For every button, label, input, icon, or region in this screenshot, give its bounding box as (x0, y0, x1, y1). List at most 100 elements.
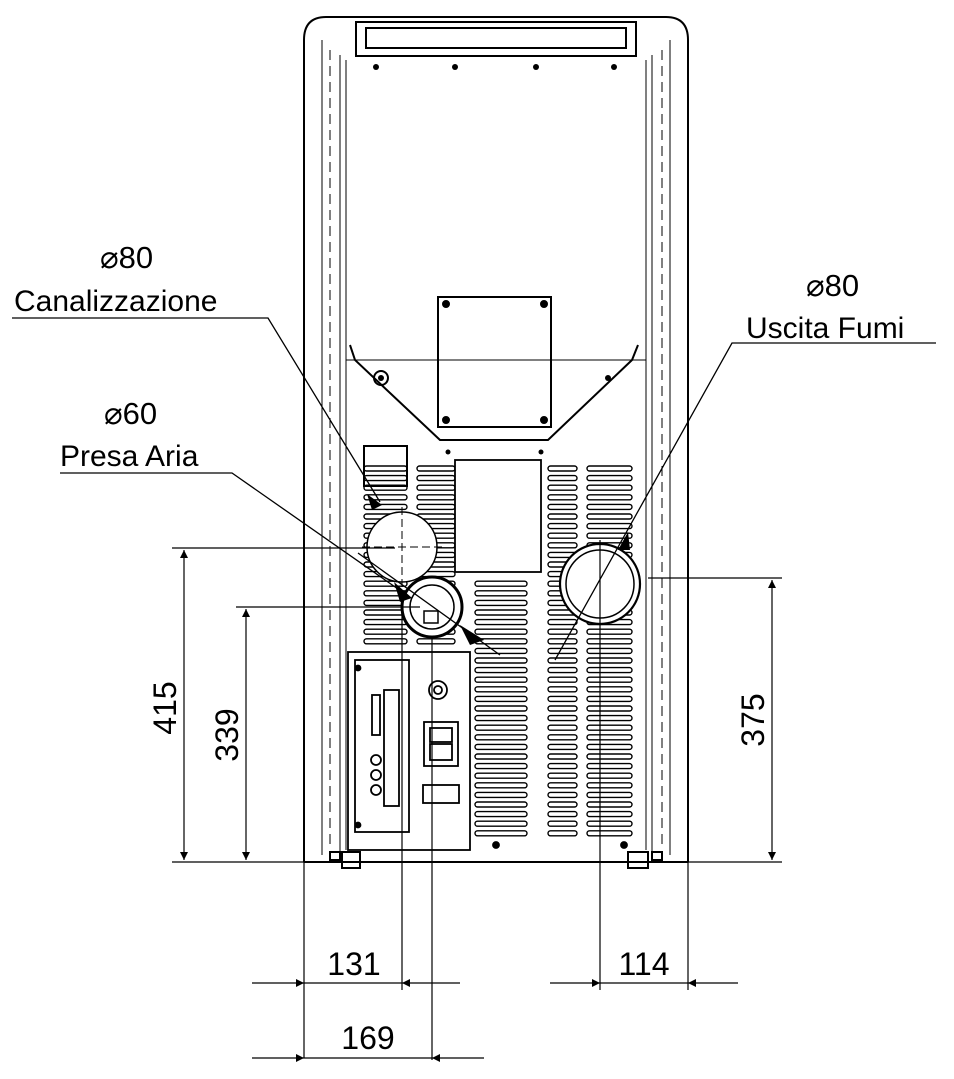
vent-slot (547, 753, 578, 760)
vent-slot (586, 484, 633, 491)
vent-slot (547, 724, 578, 731)
vent-slot (363, 580, 408, 587)
vent-slot (586, 695, 633, 703)
height-339-label: 339 (209, 708, 245, 761)
uscita-fumi-name-label: Uscita Fumi (746, 312, 904, 345)
vent-slot (547, 762, 578, 770)
vent-slot (474, 647, 528, 655)
vent-slot (586, 628, 633, 635)
vent-slot (586, 753, 633, 760)
vent-slot (547, 638, 578, 645)
vent-slot (586, 647, 633, 655)
vent-slot (474, 599, 528, 607)
vent-slot (474, 762, 528, 770)
vent-slot (474, 724, 528, 731)
vent-slot (363, 503, 408, 511)
vent-slot (586, 791, 633, 799)
vent-slot (586, 657, 633, 664)
vent-slot (474, 676, 528, 683)
vent-slot (474, 618, 528, 626)
vent-slot (416, 503, 456, 511)
width-169-label: 169 (341, 1020, 394, 1056)
vent-slot (474, 830, 528, 837)
vent-slot (586, 666, 633, 674)
vent-slot (586, 714, 633, 722)
vent-slot (474, 791, 528, 799)
vent-slot (474, 686, 528, 693)
vent-slot (547, 628, 578, 635)
vent-slot (586, 830, 633, 837)
height-375-label: 375 (735, 693, 771, 746)
vent-slot (586, 734, 633, 741)
vent-slot (474, 590, 528, 597)
vent-slot (586, 522, 633, 530)
vent-slot (586, 724, 633, 731)
vent-slot (474, 609, 528, 616)
vent-slot (547, 666, 578, 674)
vent-slot (586, 705, 633, 712)
vent-slot (416, 638, 456, 645)
vent-slot (586, 676, 633, 683)
vent-slot (363, 638, 408, 645)
top-screws (373, 64, 617, 455)
vent-slot (416, 474, 456, 482)
vent-slot (547, 522, 578, 530)
canalizzazione-name-label: Canalizzazione (14, 285, 217, 318)
vent-slot (547, 705, 578, 712)
vent-slot (547, 686, 578, 693)
vent-slot (547, 532, 578, 539)
height-415-label: 415 (147, 681, 183, 734)
vent-slot (547, 503, 578, 511)
width-131-label: 131 (327, 946, 380, 982)
vent-slot (547, 734, 578, 741)
vent-slot (586, 801, 633, 808)
presa-aria-name-label: Presa Aria (60, 440, 199, 473)
vent-slot (547, 513, 578, 520)
vent-slot (547, 782, 578, 789)
vent-slot (586, 638, 633, 645)
vent-slot (547, 474, 578, 482)
vent-slot (547, 647, 578, 655)
vent-slot (547, 494, 578, 501)
vent-slot (586, 532, 633, 539)
feet (329, 851, 663, 869)
vent-slot (547, 743, 578, 751)
vent-slot (416, 465, 456, 472)
vent-slot (547, 810, 578, 818)
vent-slot (474, 801, 528, 808)
vent-slot (547, 714, 578, 722)
vent-slot (547, 542, 578, 549)
vent-slot (547, 791, 578, 799)
width-114-label: 114 (618, 946, 669, 982)
small-square-box (363, 445, 408, 487)
hopper-plate (349, 296, 639, 441)
vent-slot (416, 484, 456, 491)
vent-slot (547, 830, 578, 837)
vent-slot (474, 772, 528, 779)
vent-slot (474, 810, 528, 818)
vent-slot (586, 513, 633, 520)
vent-slot (474, 695, 528, 703)
vent-slot (363, 474, 408, 482)
stove-outline (303, 16, 689, 863)
canalizzazione-diameter-label: ⌀80 (100, 240, 153, 275)
dimension-lines (172, 540, 782, 1062)
vent-slot (363, 494, 408, 501)
vent-slot (586, 503, 633, 511)
ventilation-grid (363, 465, 633, 837)
side-panels (321, 40, 671, 855)
vent-slot (586, 743, 633, 751)
canalizzazione-outlet (362, 507, 442, 587)
vent-slot (474, 705, 528, 712)
vent-slot (474, 580, 528, 587)
vent-slot (474, 743, 528, 751)
vent-slot (547, 772, 578, 779)
vent-slot (474, 657, 528, 664)
vent-slot (586, 820, 633, 827)
vent-slot (416, 494, 456, 501)
vent-slot (586, 474, 633, 482)
presa-aria-diameter-label: ⌀60 (104, 396, 157, 431)
vent-slot (547, 618, 578, 626)
vent-slot (586, 810, 633, 818)
